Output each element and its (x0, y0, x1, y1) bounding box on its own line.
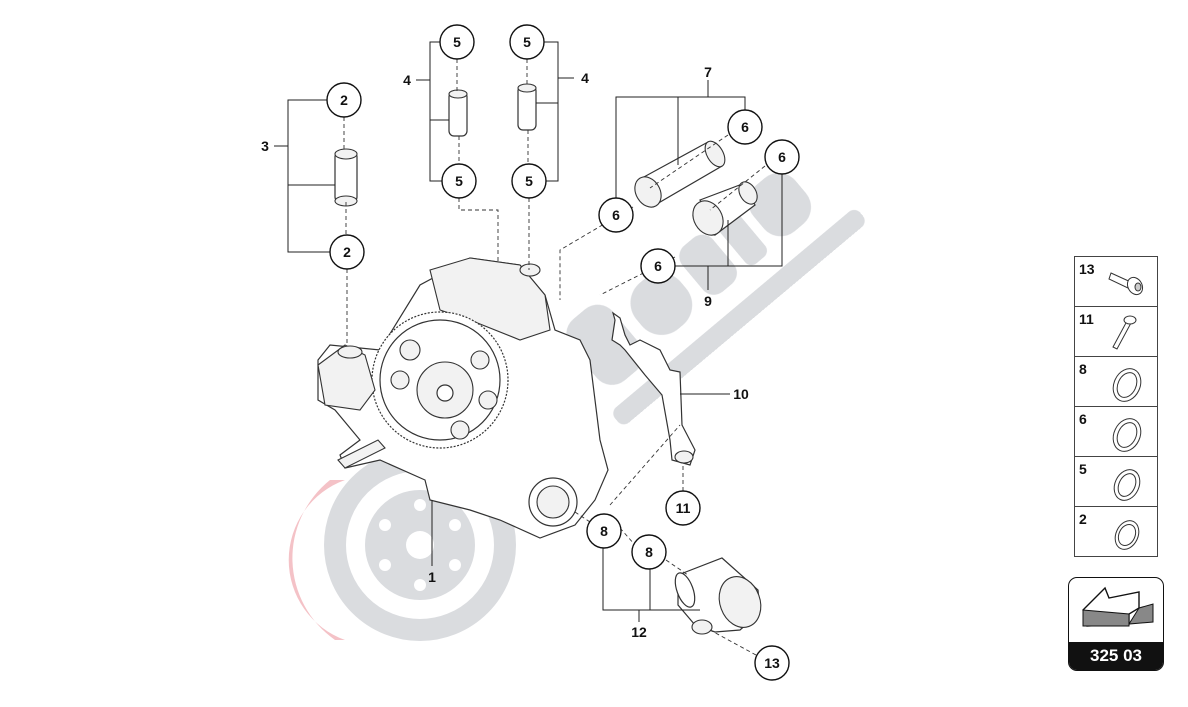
bolt-flanged-icon (1108, 272, 1144, 296)
small-parts-legend: 13 11 8 6 5 2 (1074, 256, 1158, 557)
legend-number: 11 (1079, 311, 1094, 327)
svg-text:9: 9 (704, 293, 712, 309)
legend-item[interactable]: 2 (1075, 507, 1157, 556)
legend-item[interactable]: 11 (1075, 307, 1157, 357)
callout-2-top[interactable]: 2 (326, 82, 362, 118)
callout-2-bottom[interactable]: 2 (329, 234, 365, 270)
legend-item[interactable]: 6 (1075, 407, 1157, 457)
group-number: 325 03 (1069, 642, 1163, 670)
svg-text:5: 5 (455, 173, 463, 189)
callout-5-a[interactable]: 5 (439, 24, 475, 60)
callout-6-a[interactable]: 6 (727, 109, 763, 145)
svg-text:8: 8 (645, 544, 653, 560)
svg-text:5: 5 (523, 34, 531, 50)
callout-8-a[interactable]: 8 (586, 513, 622, 549)
svg-text:11: 11 (676, 500, 691, 516)
callout-8-b[interactable]: 8 (631, 534, 667, 570)
callout-1: 1 (428, 569, 436, 585)
svg-text:6: 6 (778, 149, 786, 165)
callout-5-c[interactable]: 5 (441, 163, 477, 199)
callout-10: 10 (733, 386, 749, 402)
arrow-reference-icon (1082, 586, 1154, 627)
callout-3: 3 (261, 138, 269, 154)
oil-pump-housing (317, 257, 609, 539)
svg-text:10: 10 (733, 386, 749, 402)
svg-text:4: 4 (403, 72, 411, 88)
svg-text:12: 12 (631, 624, 647, 640)
svg-text:13: 13 (764, 655, 780, 671)
callout-13[interactable]: 13 (754, 645, 790, 681)
bolt-icon (1112, 315, 1137, 350)
callout-5-b[interactable]: 5 (509, 24, 545, 60)
legend-item[interactable]: 8 (1075, 357, 1157, 407)
callout-4-left: 4 (403, 72, 411, 88)
callout-4-right: 4 (581, 70, 589, 86)
legend-item[interactable]: 5 (1075, 457, 1157, 507)
callout-5-d[interactable]: 5 (511, 163, 547, 199)
o-ring-icon (1112, 368, 1142, 402)
o-ring-icon (1114, 520, 1140, 550)
svg-text:7: 7 (704, 64, 712, 80)
svg-text:8: 8 (600, 523, 608, 539)
svg-text:2: 2 (343, 244, 351, 260)
svg-text:1: 1 (428, 569, 436, 585)
callout-12: 12 (631, 624, 647, 640)
callout-6-d[interactable]: 6 (640, 248, 676, 284)
callout-11[interactable]: 11 (665, 490, 701, 526)
legend-number: 8 (1079, 361, 1087, 377)
svg-text:6: 6 (741, 119, 749, 135)
svg-text:4: 4 (581, 70, 589, 86)
callout-6-c[interactable]: 6 (598, 197, 634, 233)
o-ring-icon (1112, 418, 1142, 452)
legend-item[interactable]: 13 (1075, 257, 1157, 307)
callout-6-b[interactable]: 6 (764, 139, 800, 175)
connector-pipe-3 (334, 148, 358, 207)
flange-pipe-12 (674, 557, 762, 635)
svg-text:6: 6 (654, 258, 662, 274)
svg-text:3: 3 (261, 138, 269, 154)
leader-lines (274, 41, 783, 656)
connector-pipe-9 (692, 181, 758, 236)
reference-group-button[interactable]: 325 03 (1068, 577, 1164, 671)
svg-text:5: 5 (453, 34, 461, 50)
connector-pipe-4-right (517, 83, 537, 131)
callout-7: 7 (704, 64, 712, 80)
svg-text:6: 6 (612, 207, 620, 223)
callout-9: 9 (704, 293, 712, 309)
connector-pipe-4-left (448, 89, 468, 137)
svg-text:5: 5 (525, 173, 533, 189)
legend-number: 6 (1079, 411, 1087, 427)
legend-number: 2 (1079, 511, 1087, 527)
legend-number: 13 (1079, 261, 1095, 277)
svg-text:2: 2 (340, 92, 348, 108)
o-ring-icon (1113, 469, 1141, 501)
legend-number: 5 (1079, 461, 1087, 477)
